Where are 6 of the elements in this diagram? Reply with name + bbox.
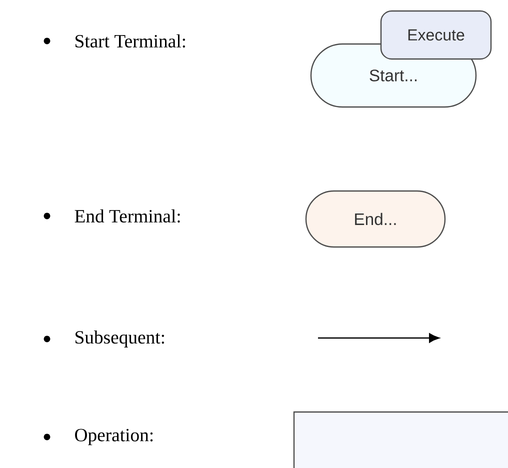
list-item: Subsequent: xyxy=(76,330,164,348)
operation-box xyxy=(293,411,508,468)
list-item: Operation: xyxy=(75,428,153,446)
list-item: End Terminal: xyxy=(74,209,180,223)
list-item: Start Terminal: xyxy=(76,34,186,48)
action-tag: Execute xyxy=(380,10,492,60)
